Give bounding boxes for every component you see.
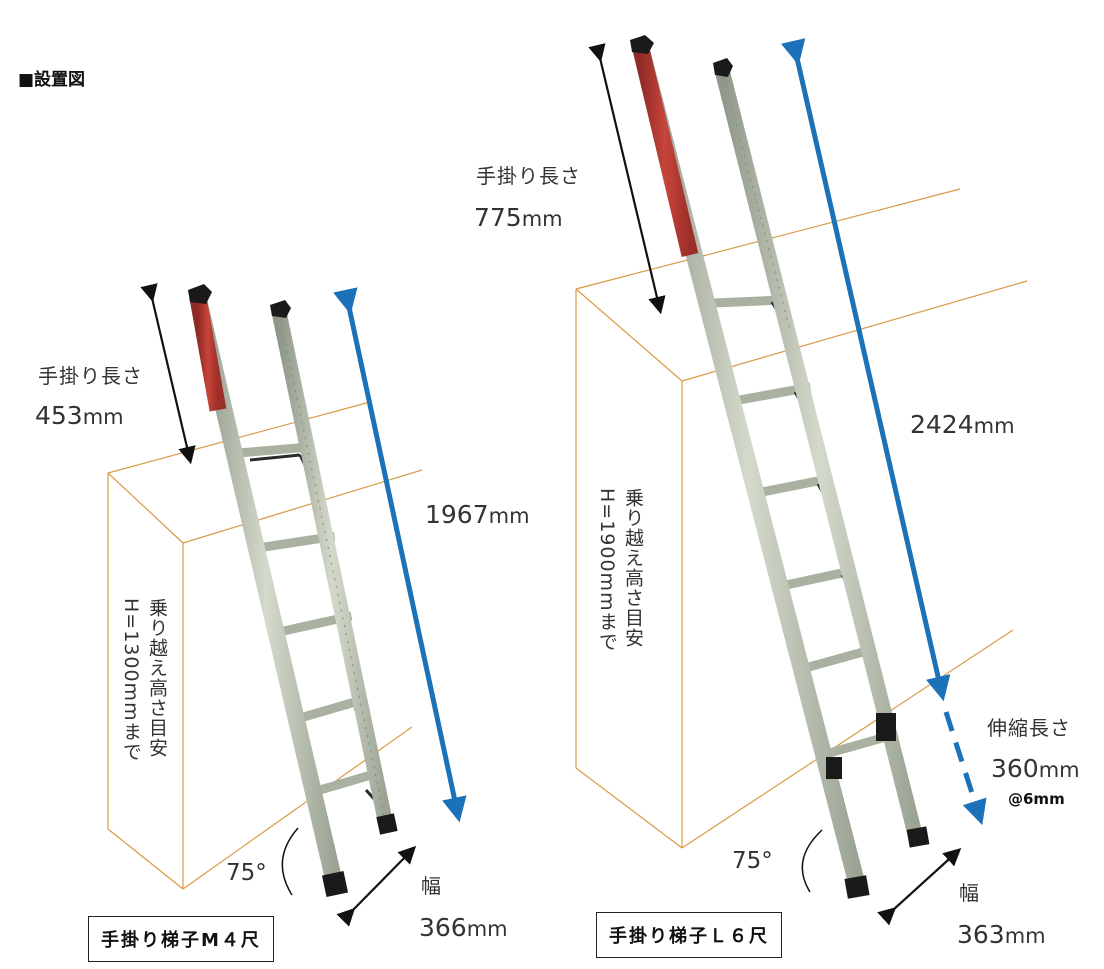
climb-height-m: 乗り越え高さ目安 H=1300mmまで: [118, 598, 170, 762]
width-arrow-m: [336, 845, 417, 927]
extend-length-l: 360mm: [991, 754, 1080, 783]
extend-arrow-l: [943, 711, 987, 826]
ladder-l-foot-right: [906, 826, 930, 848]
length-arrow-l: [780, 38, 951, 702]
ladder-l: [630, 35, 930, 899]
ladder-l-joint: [876, 713, 896, 741]
ladder-m-cap-left: [188, 284, 212, 304]
ladder-l-cap-left: [630, 35, 654, 54]
grip-label-l: 手掛り長さ: [476, 164, 581, 188]
page-title: ■設置図: [18, 70, 86, 90]
climb-label-l-2: H=1900mmまで: [596, 488, 618, 652]
width-label-m: 幅: [421, 874, 442, 898]
model-name-l: 手掛り梯子Ｌ６尺: [596, 912, 782, 958]
grip-length-l: 775mm: [474, 203, 563, 232]
angle-m: 75°: [226, 860, 267, 886]
width-label-l: 幅: [959, 881, 980, 905]
grip-arrow-m: [140, 283, 196, 465]
ladder-l-foot-left: [844, 875, 870, 899]
ladder-m-foot-left: [321, 870, 349, 898]
ladder-l-cap-right: [713, 58, 733, 77]
angle-arc-l: [801, 829, 823, 893]
length-l: 2424mm: [910, 410, 1015, 439]
climb-height-l: 乗り越え高さ目安 H=1900mmまで: [594, 488, 646, 652]
width-l: 363mm: [957, 920, 1046, 949]
grip-label-m: 手掛り長さ: [38, 364, 143, 388]
climb-label-m-2: H=1300mmまで: [120, 598, 142, 762]
climb-label-l-1: 乗り越え高さ目安: [622, 488, 644, 648]
angle-arc-m: [281, 827, 299, 896]
width-m: 366mm: [419, 913, 508, 942]
extend-label-l: 伸縮長さ: [987, 716, 1071, 740]
width-arrow-l: [877, 848, 962, 926]
grip-arrow-l: [588, 43, 666, 315]
length-arrow-m: [333, 287, 467, 823]
climb-label-m-1: 乗り越え高さ目安: [146, 598, 168, 758]
grip-length-m: 453mm: [35, 401, 124, 430]
length-m: 1967mm: [425, 500, 530, 529]
ladder-m-foot-right: [376, 813, 398, 835]
ladder-m-cap-right: [270, 300, 291, 318]
extend-pitch-l: @6mm: [1008, 790, 1065, 808]
angle-l: 75°: [732, 848, 773, 874]
model-name-m: 手掛り梯子M４尺: [88, 916, 274, 962]
